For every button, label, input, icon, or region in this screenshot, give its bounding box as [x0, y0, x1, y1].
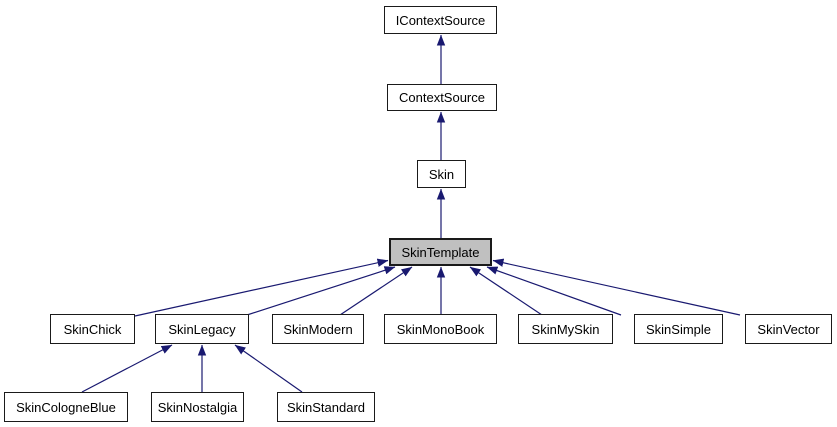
class-node-skincologneblue[interactable]: SkinCologneBlue [4, 392, 128, 422]
class-node-skinmonobook[interactable]: SkinMonoBook [384, 314, 497, 344]
edge-skinsimple-to-skintemplate [486, 266, 622, 316]
class-node-skinmyskin[interactable]: SkinMySkin [518, 314, 613, 344]
edge-skinstandard-to-skinlegacy [234, 344, 303, 393]
class-node-skinlegacy[interactable]: SkinLegacy [155, 314, 249, 344]
class-node-skinchick[interactable]: SkinChick [50, 314, 135, 344]
class-node-skin[interactable]: Skin [417, 160, 466, 188]
class-node-skinnostalgia[interactable]: SkinNostalgia [151, 392, 244, 422]
class-node-skintemplate: SkinTemplate [389, 238, 492, 266]
class-node-icontextsource[interactable]: IContextSource [384, 6, 497, 34]
edge-skincologneblue-to-skinlegacy [81, 344, 173, 393]
edge-skinmodern-to-skintemplate [339, 266, 413, 316]
class-node-contextsource[interactable]: ContextSource [387, 84, 497, 111]
edge-skinvector-to-skintemplate [492, 258, 741, 316]
edge-skinchick-to-skintemplate [134, 258, 389, 317]
class-node-skinsimple[interactable]: SkinSimple [634, 314, 723, 344]
class-node-skinmodern[interactable]: SkinModern [272, 314, 364, 344]
class-node-skinvector[interactable]: SkinVector [745, 314, 832, 344]
edge-skinmyskin-to-skintemplate [469, 266, 543, 316]
class-node-skinstandard[interactable]: SkinStandard [277, 392, 375, 422]
edge-skinlegacy-to-skintemplate [246, 266, 396, 316]
